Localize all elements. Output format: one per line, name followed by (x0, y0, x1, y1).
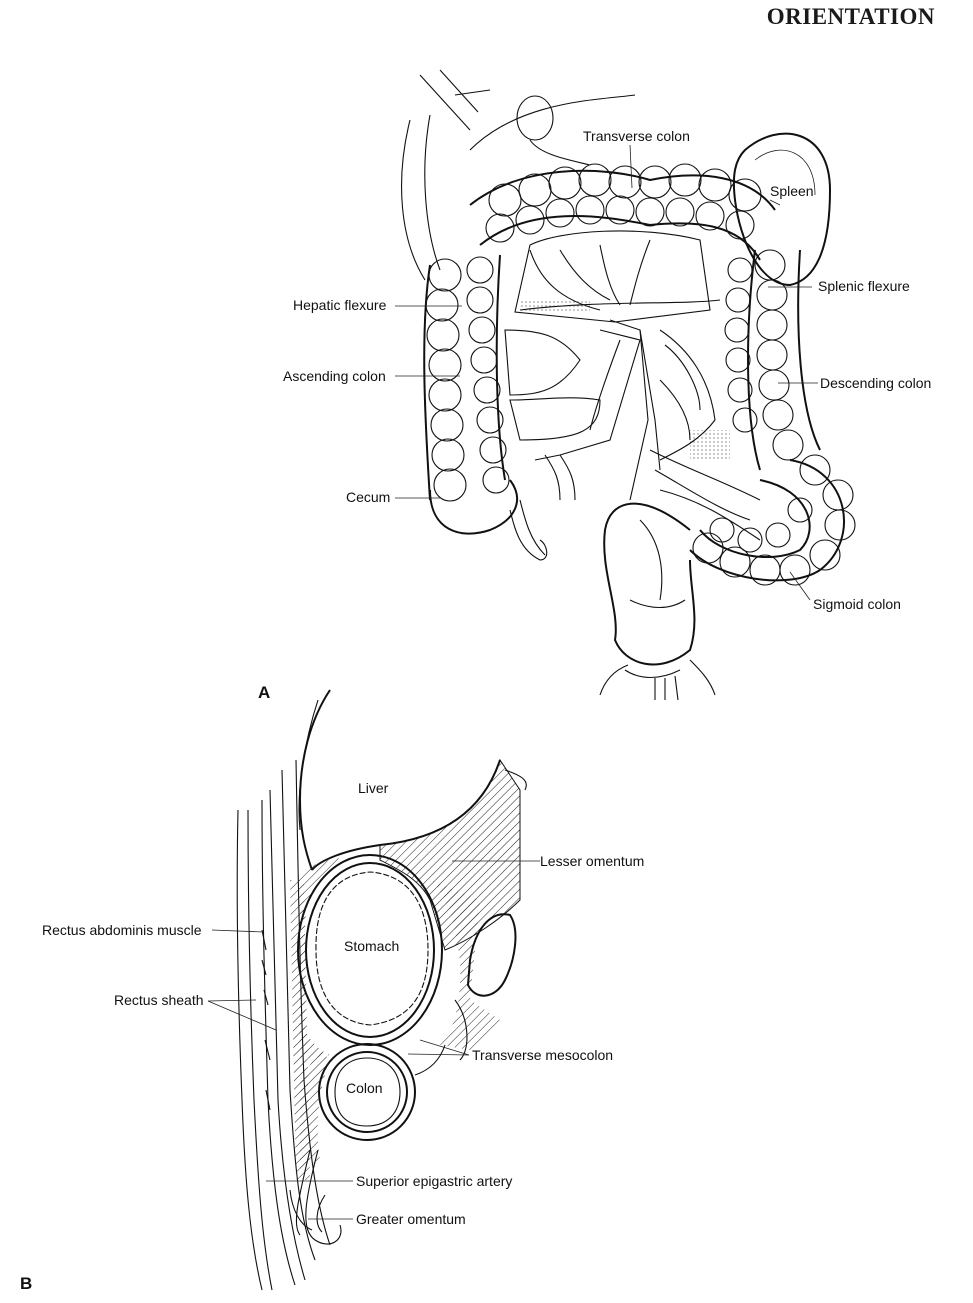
panel-a-illustration (401, 69, 856, 701)
label-splenic-flexure: Splenic flexure (818, 278, 910, 294)
retroperitoneal-shape (466, 913, 517, 997)
ascending-colon-shape (423, 254, 510, 502)
abdominal-wall (236, 759, 331, 1291)
label-greater-omentum: Greater omentum (356, 1211, 466, 1227)
label-transverse-mesocolon: Transverse mesocolon (472, 1047, 613, 1063)
panel-a-leader-lines (395, 144, 818, 601)
label-descending-colon: Descending colon (820, 375, 931, 391)
panel-a-labels: Transverse colon Spleen Splenic flexure … (258, 128, 931, 702)
greater-omentum-shape (289, 1149, 342, 1245)
label-liver: Liver (358, 780, 389, 796)
label-ascending-colon: Ascending colon (283, 368, 386, 384)
colon-cross-section (300, 1043, 446, 1170)
panel-letter-a: A (258, 683, 270, 702)
sigmoid-colon-shape (689, 454, 856, 586)
panel-b-illustration (236, 689, 527, 1291)
label-transverse-colon: Transverse colon (583, 128, 690, 144)
panel-b-leader-lines (207, 860, 540, 1220)
panel-b-labels: Liver Lesser omentum Rectus abdominis mu… (20, 780, 644, 1293)
label-hepatic-flexure: Hepatic flexure (293, 297, 387, 313)
spleen-shape (732, 132, 832, 287)
transverse-colon-shape (469, 163, 776, 261)
label-colon: Colon (346, 1080, 383, 1096)
label-cecum: Cecum (346, 489, 390, 505)
label-sigmoid-colon: Sigmoid colon (813, 596, 901, 612)
label-superior-epigastric-artery: Superior epigastric artery (356, 1173, 512, 1189)
label-stomach: Stomach (344, 938, 399, 954)
label-spleen: Spleen (770, 183, 814, 199)
label-rectus-sheath: Rectus sheath (114, 992, 204, 1008)
mesentery-vessels (504, 230, 761, 541)
descending-colon-shape (724, 249, 821, 471)
cecum-shape (429, 479, 548, 561)
liver-shape (298, 689, 527, 951)
label-rectus-abdominis-muscle: Rectus abdominis muscle (42, 922, 202, 938)
rectum-shape (599, 502, 716, 701)
panel-letter-b: B (20, 1274, 32, 1293)
label-lesser-omentum: Lesser omentum (540, 853, 644, 869)
page-header: ORIENTATION (766, 4, 935, 29)
